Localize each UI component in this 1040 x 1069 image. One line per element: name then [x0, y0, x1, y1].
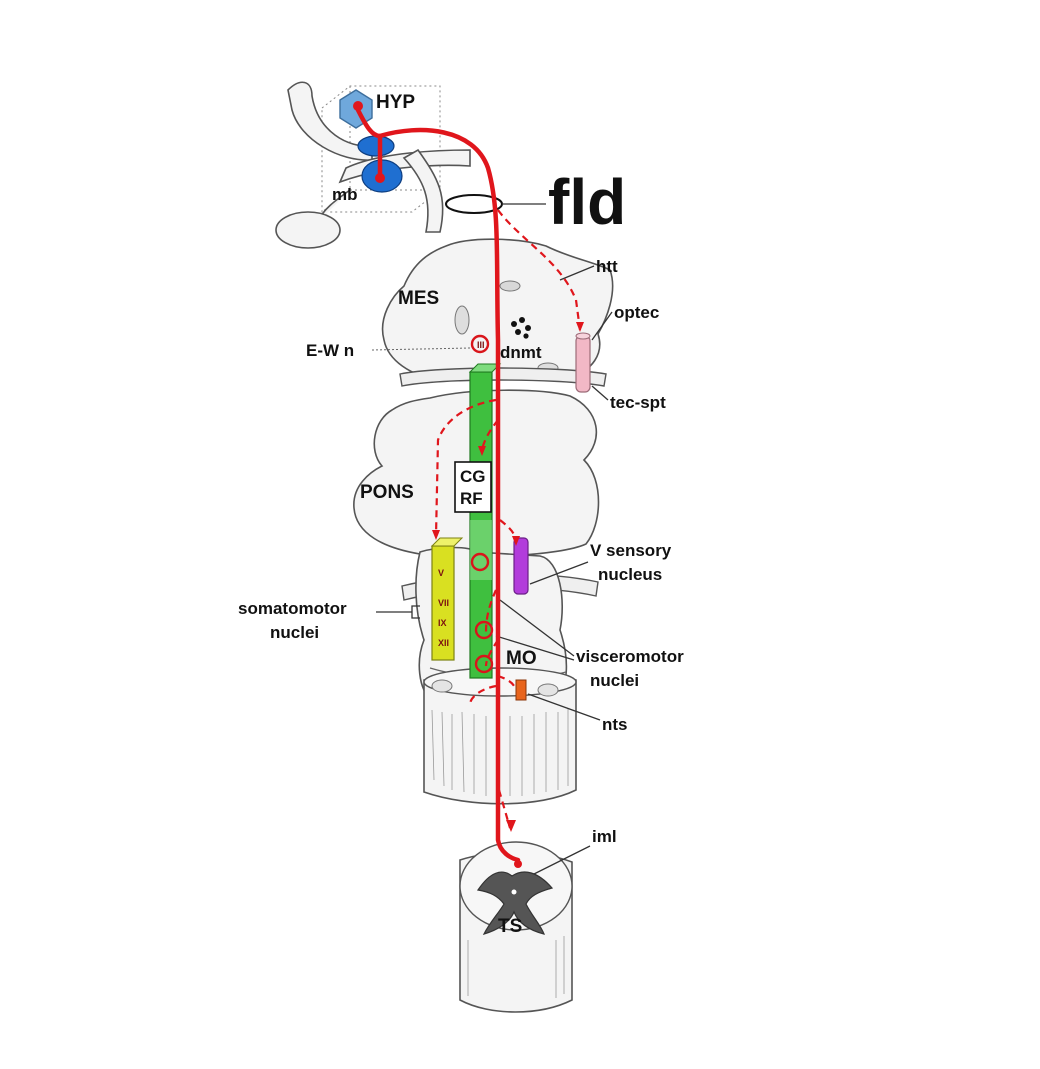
commissure-band	[338, 149, 471, 184]
htt-dashed-branch	[497, 209, 582, 331]
v-sensory-column: V sensory nucleus	[513, 537, 672, 595]
label-cg: CG	[460, 467, 486, 486]
htt-leader	[559, 265, 595, 281]
iml-leader	[533, 845, 591, 875]
left-curved-band	[287, 81, 373, 161]
mammillary-body-upper	[357, 135, 395, 157]
arrowhead	[506, 820, 516, 832]
dnmt-dot	[523, 333, 529, 339]
fld-group: fld	[445, 166, 626, 238]
dnmt-dot	[515, 329, 521, 335]
mes-nucleus	[454, 305, 470, 335]
dnmt-dot	[519, 317, 525, 323]
label-mes: MES	[398, 288, 439, 309]
label-tec-spt: tec-spt	[610, 393, 666, 412]
ew-nucleus-circle	[470, 334, 490, 354]
forebrain-structures: HYP mb	[275, 81, 471, 249]
tec-spt-tube	[575, 335, 591, 393]
nts-block: nts	[515, 679, 628, 734]
dnmt-dot	[525, 325, 531, 331]
label-rf: RF	[460, 489, 483, 508]
mo-branch-1	[484, 589, 498, 633]
pons-left-branch	[434, 398, 497, 537]
pons-nucleus-circle	[470, 552, 490, 572]
red-pathways: III	[353, 101, 584, 868]
ewn-dotted-leader	[371, 347, 471, 351]
label-visceromotor-1: visceromotor	[576, 647, 684, 666]
cg-rf-frame	[454, 461, 492, 513]
right-curved-band	[402, 148, 444, 233]
tec-spt-top	[575, 332, 591, 340]
mo-branch-2	[484, 639, 499, 667]
mo-nts-branch	[497, 674, 518, 691]
label-dnmt: dnmt	[500, 343, 542, 362]
label-fld: fld	[548, 166, 626, 238]
somatomotor-column: V VII IX XII somatomotor nuclei	[238, 537, 464, 661]
ts-hatching	[467, 936, 565, 998]
aqueduct	[499, 280, 521, 292]
label-visceromotor-2: nuclei	[590, 671, 639, 690]
label-mb: mb	[332, 185, 358, 204]
spinal-dashed	[497, 789, 512, 829]
dnmt-dot	[511, 321, 517, 327]
label-mo: MO	[506, 648, 537, 669]
mes-pons-band	[399, 367, 607, 387]
label-v-sensory-1: V sensory	[590, 541, 672, 560]
label-optec: optec	[614, 303, 659, 322]
roman-mark: V	[438, 568, 444, 578]
label-hyp: HYP	[376, 92, 415, 113]
central-gray-column	[468, 363, 502, 679]
mo-nucleus-circle-1	[474, 620, 494, 640]
label-pons: PONS	[360, 482, 414, 503]
tec-spt-leader	[591, 385, 609, 401]
thoracic-segment: TS iml	[459, 827, 617, 1013]
label-ewn: E-W n	[306, 341, 354, 360]
iml-terminal-dot	[514, 860, 522, 868]
cervical-tract	[537, 683, 559, 697]
optec-leader	[591, 311, 613, 341]
hyp-origin-dot	[353, 101, 363, 111]
v-sensory-tube	[513, 537, 529, 595]
cervical-hatching	[431, 708, 569, 796]
roman-mark: IX	[438, 618, 447, 628]
roman-mark: XII	[438, 638, 449, 648]
label-somatomotor-1: somatomotor	[238, 599, 347, 618]
mb-origin-dot	[375, 173, 385, 183]
roman-mark: III	[477, 340, 485, 350]
label-nts: nts	[602, 715, 628, 734]
tectospinal-column: optec tec-spt	[575, 303, 666, 412]
label-htt: htt	[596, 257, 618, 276]
mo-left-branch	[468, 684, 497, 705]
label-v-sensory-2: nucleus	[598, 565, 662, 584]
ts-gray-matter	[476, 871, 554, 935]
arrowhead	[512, 536, 520, 546]
arrowhead	[478, 446, 486, 456]
cervical-tract	[431, 679, 453, 693]
mo-nucleus-circle-2	[474, 654, 494, 674]
central-canal	[511, 889, 517, 895]
v-sensory-leader	[529, 561, 589, 585]
nts-leader	[527, 693, 601, 721]
label-iml: iml	[592, 827, 617, 846]
label-somatomotor-2: nuclei	[270, 623, 319, 642]
arrowhead	[432, 530, 440, 540]
somatomotor-top	[430, 537, 464, 547]
arrowhead	[576, 322, 584, 332]
pons-inner-branch	[480, 419, 499, 451]
nts-rect	[515, 679, 527, 701]
pituitary	[275, 211, 341, 249]
cg-rf-box: CG RF	[454, 461, 492, 513]
visceromotor-leaders	[495, 599, 575, 661]
label-ts: TS	[498, 916, 522, 937]
roman-mark: VII	[438, 598, 449, 608]
